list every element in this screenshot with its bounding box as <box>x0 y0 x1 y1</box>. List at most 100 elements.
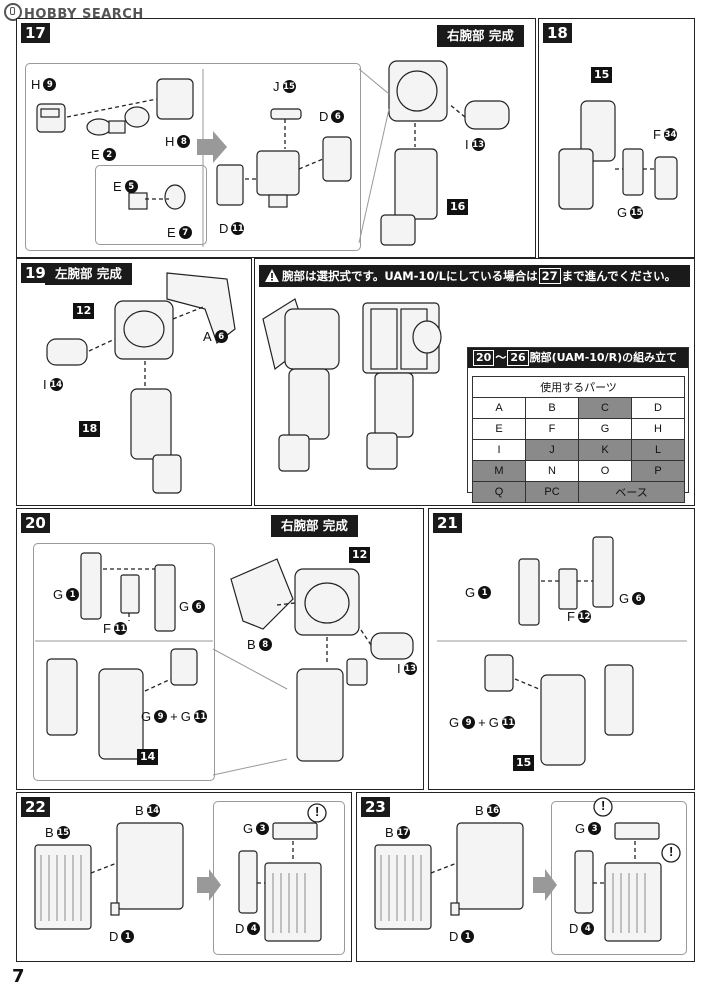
parts-table-cell: D <box>631 397 685 419</box>
flow-arrow-icon <box>197 131 227 163</box>
parts-table-cell: L <box>631 439 685 461</box>
step-number: 20 <box>21 513 50 533</box>
parts-table-cell: I <box>472 439 526 461</box>
step-title: 右腕部 完成 <box>437 25 524 47</box>
parts-table-cell: N <box>525 460 579 482</box>
step-title: 左腕部 完成 <box>45 263 132 285</box>
part-illustrations <box>437 536 687 766</box>
alert-mark: ! <box>315 804 320 819</box>
step-number: 18 <box>543 23 572 43</box>
parts-table-cell: K <box>578 439 632 461</box>
step-number: 22 <box>21 797 50 817</box>
part-illustrations <box>34 803 327 942</box>
step-number: 23 <box>361 797 390 817</box>
alert-mark: ! <box>669 844 674 859</box>
part-illustrations <box>262 298 442 472</box>
parts-table-cell: E <box>472 418 526 440</box>
step-number: 17 <box>21 23 50 43</box>
page-number: 7 <box>12 966 25 987</box>
parts-table-cell: F <box>525 418 579 440</box>
parts-table-cell: Q <box>472 481 526 503</box>
parts-table-cell: M <box>472 460 526 482</box>
step-reference: 27 <box>538 268 561 284</box>
warning-icon <box>265 269 279 282</box>
part-square-label: 18 <box>79 421 101 437</box>
part-illustrations <box>36 60 510 247</box>
part-illustrations <box>46 272 236 494</box>
flow-arrow-icon <box>533 869 557 901</box>
alert-icon <box>307 803 327 823</box>
parts-table-header: 使用するパーツ <box>472 376 685 398</box>
part-square-label: 15 <box>591 67 613 83</box>
part-illustrations <box>35 552 414 776</box>
parts-table-cell: PC <box>525 481 579 503</box>
parts-table-cell: B <box>525 397 579 419</box>
step-number: 19 <box>21 263 50 283</box>
parts-table-cell: P <box>631 460 685 482</box>
parts-table-cell: C <box>578 397 632 419</box>
alert-mark: ! <box>601 798 606 813</box>
alert-icon <box>593 797 613 817</box>
part-square-label: 12 <box>349 547 371 563</box>
part-illustrations <box>374 797 681 942</box>
flow-arrow-icon <box>197 869 221 901</box>
hobby-search-logo-icon <box>4 3 22 21</box>
part-square-label: 12 <box>73 303 95 319</box>
part-illustrations <box>558 100 678 210</box>
step-number: 21 <box>433 513 462 533</box>
step-title: 右腕部 完成 <box>271 515 358 537</box>
part-square-label: 14 <box>137 749 159 765</box>
parts-table-cell: H <box>631 418 685 440</box>
part-square-label: 16 <box>447 199 469 215</box>
parts-table-cell: G <box>578 418 632 440</box>
part-square-label: 15 <box>513 755 535 771</box>
